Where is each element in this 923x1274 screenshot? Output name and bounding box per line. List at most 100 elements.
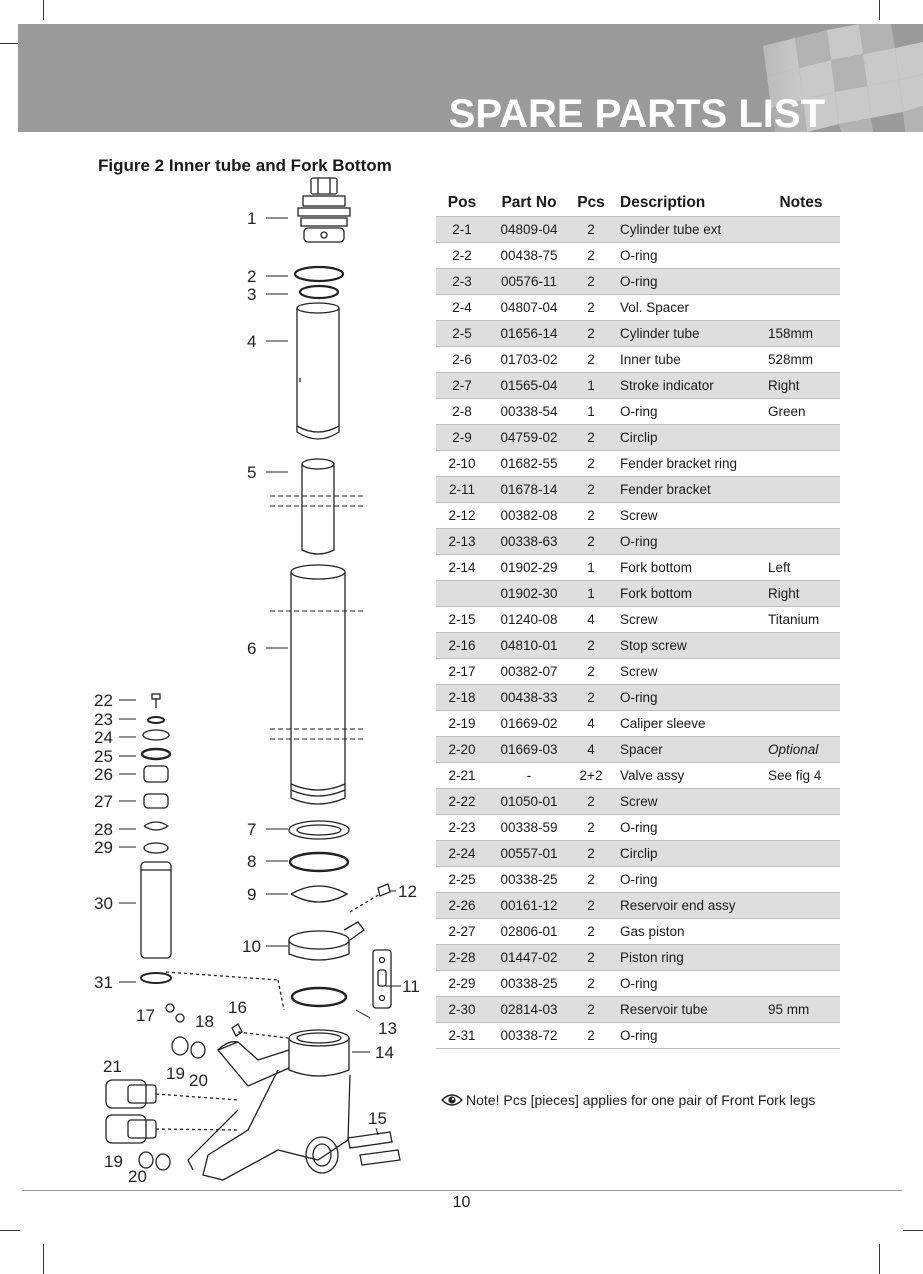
cell-notes [762, 684, 840, 711]
callout-label: 10 [242, 937, 261, 956]
cell-part-no: 01240-08 [488, 606, 570, 633]
cell-notes: 528mm [762, 346, 840, 373]
cell-notes: Left [762, 554, 840, 581]
cell-part-no: 00338-25 [488, 970, 570, 997]
cell-pcs: 2+2 [570, 762, 612, 789]
cell-notes [762, 918, 840, 945]
cell-notes [762, 528, 840, 555]
cell-notes [762, 866, 840, 893]
cell-notes [762, 658, 840, 685]
note-text: Note! Pcs [pieces] applies for one pair … [466, 1092, 816, 1108]
cell-pos: 2-16 [436, 632, 488, 659]
cell-pcs: 2 [570, 216, 612, 243]
cell-pcs: 2 [570, 502, 612, 529]
cell-description: Fender bracket ring [612, 450, 762, 477]
cell-pos: 2-12 [436, 502, 488, 529]
cell-part-no: 00338-54 [488, 398, 570, 425]
crop-mark [43, 0, 44, 20]
cell-pos: 2-19 [436, 710, 488, 737]
callout-label: 1 [247, 209, 256, 228]
cell-part-no: 00382-07 [488, 658, 570, 685]
cell-notes: Titanium [762, 606, 840, 633]
callout-label: 15 [368, 1109, 387, 1128]
cell-pos: 2-20 [436, 736, 488, 763]
cell-description: O-ring [612, 814, 762, 841]
callout-label: 2 [247, 267, 256, 286]
cell-notes: Green [762, 398, 840, 425]
cell-pcs: 2 [570, 450, 612, 477]
cell-pcs: 4 [570, 710, 612, 737]
part-oring-icon [298, 284, 340, 300]
cell-pcs: 2 [570, 944, 612, 971]
cell-description: O-ring [612, 1022, 762, 1049]
callout-label: 23 [94, 710, 113, 729]
cell-description: Fork bottom [612, 554, 762, 581]
callout-label: 14 [375, 1043, 394, 1062]
cell-part-no: 00338-72 [488, 1022, 570, 1049]
cell-pcs: 2 [570, 632, 612, 659]
cell-part-no: 04810-01 [488, 632, 570, 659]
cell-part-no: 00338-63 [488, 528, 570, 555]
column-header-part-no: Part No [488, 190, 570, 217]
cell-part-no: 00382-08 [488, 502, 570, 529]
cell-part-no: 01682-55 [488, 450, 570, 477]
callout-label: 12 [398, 882, 417, 901]
cell-description: Vol. Spacer [612, 294, 762, 321]
cell-pos: 2-29 [436, 970, 488, 997]
cell-pcs: 4 [570, 736, 612, 763]
cell-description: O-ring [612, 684, 762, 711]
cell-notes [762, 424, 840, 451]
cell-pcs: 2 [570, 788, 612, 815]
cell-notes [762, 632, 840, 659]
callout-label: 11 [402, 977, 420, 996]
cell-notes [762, 970, 840, 997]
pieces-note: Note! Pcs [pieces] applies for one pair … [441, 1092, 815, 1108]
cell-pos: 2-23 [436, 814, 488, 841]
callout-label: 5 [247, 463, 256, 482]
cell-part-no: 01656-14 [488, 320, 570, 347]
cell-pcs: 2 [570, 268, 612, 295]
cell-description: Reservoir end assy [612, 892, 762, 919]
part-fender-bracket-ring-icon [288, 921, 365, 961]
cell-notes [762, 892, 840, 919]
cell-part-no: 04807-04 [488, 294, 570, 321]
cell-pos: 2-5 [436, 320, 488, 347]
callout-label: 7 [247, 820, 256, 839]
cell-description: Screw [612, 502, 762, 529]
cell-description: Inner tube [612, 346, 762, 373]
column-header-notes: Notes [762, 190, 840, 217]
part-valve-assy-icon [105, 1079, 239, 1144]
cell-description: Stroke indicator [612, 372, 762, 399]
cell-part-no: 02814-03 [488, 996, 570, 1023]
cell-description: O-ring [612, 528, 762, 555]
part-oring-icon [293, 265, 345, 283]
callout-label: 24 [94, 728, 113, 747]
cell-part-no: 04759-02 [488, 424, 570, 451]
table-header-row: Pos Part No Pcs Description Notes [436, 190, 840, 217]
part-vol-spacer-icon [296, 302, 340, 440]
cell-pcs: 2 [570, 840, 612, 867]
cell-pos: 2-22 [436, 788, 488, 815]
cell-description: Valve assy [612, 762, 762, 789]
cell-notes [762, 840, 840, 867]
cell-pos: 2-15 [436, 606, 488, 633]
cell-part-no: 02806-01 [488, 918, 570, 945]
cell-description: Screw [612, 658, 762, 685]
cell-description: O-ring [612, 866, 762, 893]
callout-label: 6 [247, 639, 256, 658]
crop-mark [879, 0, 880, 20]
